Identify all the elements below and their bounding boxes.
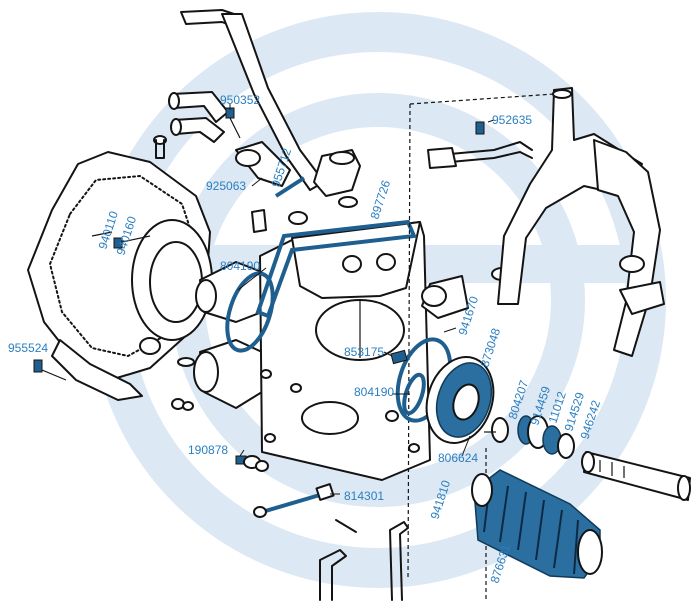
bolt-814301 [253, 483, 335, 518]
label-897726: 897726 [368, 178, 394, 221]
label-853175: 853175 [344, 345, 384, 359]
gear-housing [259, 221, 431, 481]
bolt-950352 [225, 107, 241, 139]
bolts-940110-940160 [91, 231, 151, 249]
o-ring-804190-lower [402, 372, 426, 416]
shift-lever [180, 9, 361, 208]
bell-housing [27, 151, 213, 401]
output-shaft [581, 451, 691, 501]
leader-lines [229, 104, 495, 495]
label-190878: 190878 [188, 443, 228, 457]
cable-hose [153, 91, 229, 159]
label-804190-upper: 804190 [220, 259, 260, 273]
label-804190-lower: 804190 [354, 385, 394, 399]
label-950352: 950352 [220, 93, 260, 107]
bearing-rings-set [484, 415, 575, 459]
shift-linkage [235, 141, 308, 233]
gasket-897726 [255, 219, 417, 319]
label-952635: 952635 [492, 113, 532, 127]
shift-cable [427, 121, 533, 169]
plug-853175 [390, 349, 408, 365]
label-814301: 814301 [344, 489, 384, 503]
input-shaft [171, 261, 263, 411]
dashed-frame [407, 93, 555, 600]
label-806624: 806624 [438, 451, 478, 465]
label-873048: 873048 [478, 326, 504, 369]
label-955524: 955524 [8, 341, 48, 355]
label-925063: 925063 [206, 179, 246, 193]
bottom-brackets [319, 519, 409, 601]
bellows-876631 [471, 469, 603, 579]
bolt-955524 [33, 359, 67, 381]
washer-190878 [235, 455, 269, 472]
